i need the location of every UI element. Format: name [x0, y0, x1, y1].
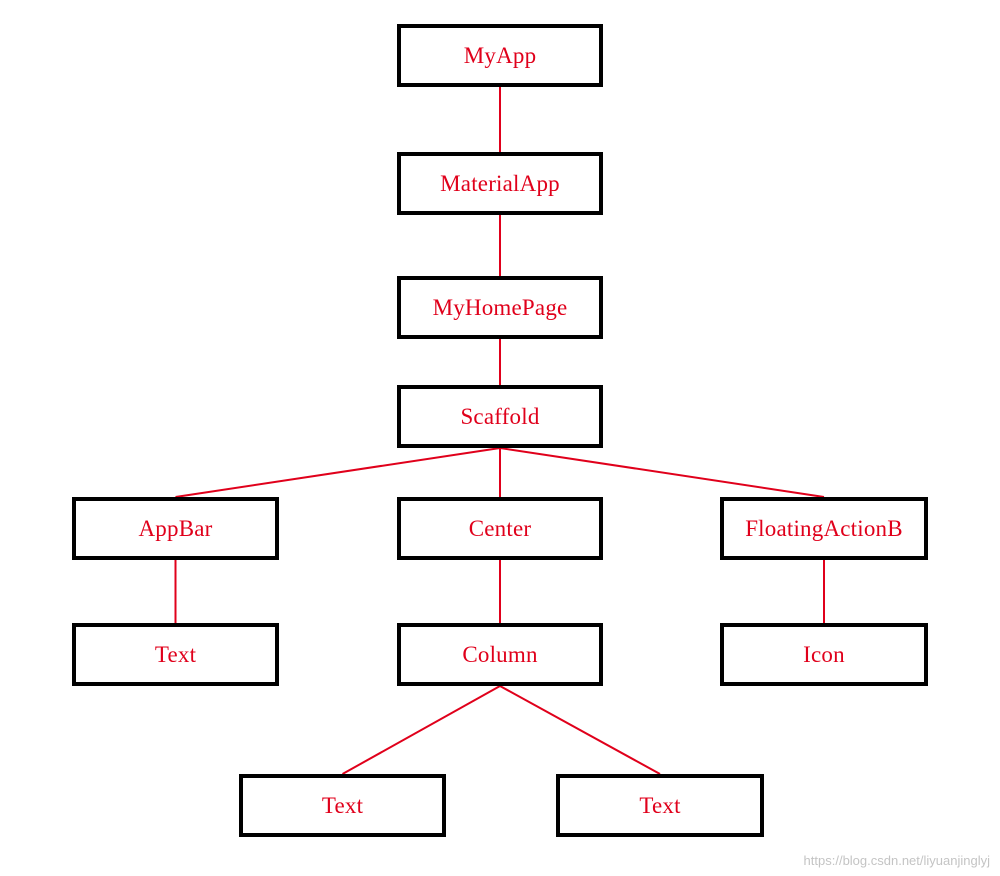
node-label: Text: [321, 792, 364, 818]
node-myhomepage: MyHomePage: [397, 276, 603, 339]
node-label: Text: [154, 641, 197, 667]
node-scaffold: Scaffold: [397, 385, 603, 448]
edge-scaffold-to-fab: [499, 447, 825, 498]
node-center: Center: [397, 497, 603, 560]
node-floatingactionbutton: FloatingActionB: [720, 497, 928, 560]
node-materialapp: MaterialApp: [397, 152, 603, 215]
node-label: Icon: [803, 641, 845, 667]
node-icon: Icon: [720, 623, 928, 686]
node-label: Center: [468, 515, 532, 541]
node-label: Text: [639, 792, 681, 818]
edge-column-to-column_text_right: [499, 685, 661, 775]
node-label: MaterialApp: [440, 170, 560, 196]
node-label: Column: [462, 641, 538, 667]
node-appbar: AppBar: [72, 497, 279, 560]
node-myapp: MyApp: [397, 24, 603, 87]
watermark: https://blog.csdn.net/liyuanjinglyj: [803, 853, 990, 868]
node-appbar-text: Text: [72, 623, 279, 686]
edge-column-to-column_text_left: [342, 685, 501, 775]
node-column: Column: [397, 623, 603, 686]
node-column-text-right: Text: [556, 774, 764, 837]
node-label: MyApp: [463, 42, 537, 68]
node-label: MyHomePage: [432, 294, 568, 320]
node-label: Scaffold: [460, 403, 540, 429]
node-column-text-left: Text: [239, 774, 446, 837]
node-label: AppBar: [138, 515, 213, 541]
node-label: FloatingActionB: [745, 515, 903, 541]
edge-scaffold-to-appbar: [175, 447, 501, 498]
